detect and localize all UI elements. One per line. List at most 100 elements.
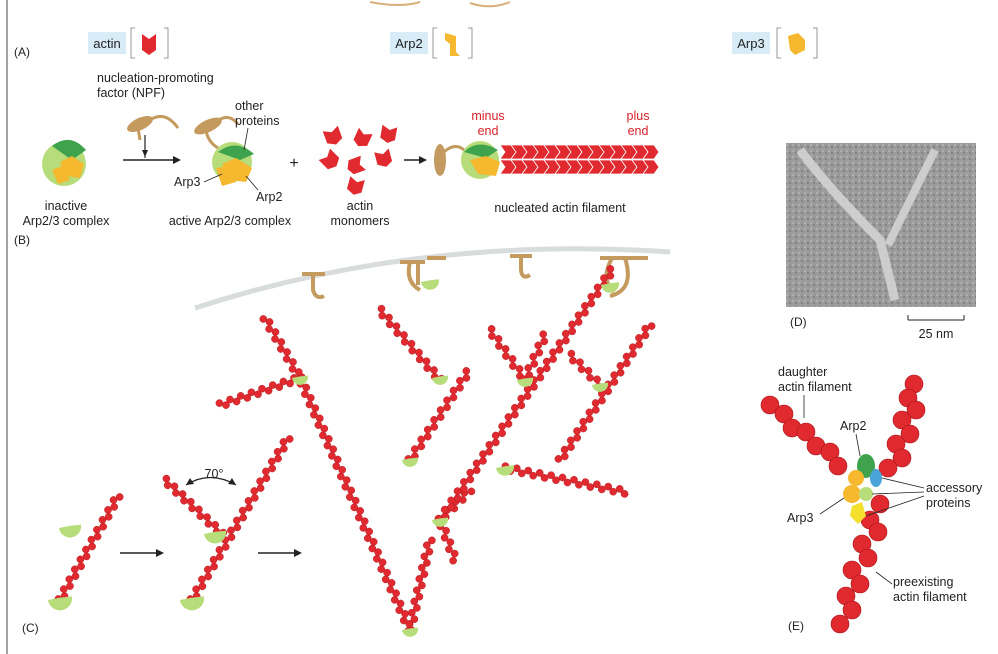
actin-subunit [610,378,619,386]
actin-subunit [324,435,333,443]
actin-subunit [381,575,390,584]
actin-subunit [635,334,643,342]
actin-subunit [449,393,458,402]
actin-subunit [306,393,315,402]
actin-subunit [407,608,416,617]
panel-c-network: 70° [48,246,671,637]
actin-subunit [410,445,419,453]
actin-subunit [274,454,282,463]
actin-subunit [250,494,259,502]
legend-arp3: Arp3 [732,27,818,59]
actin-subunit [574,318,583,326]
minus-end-line2: end [478,124,499,138]
actin-subunit [215,546,224,554]
actin-subunit [203,513,211,521]
actin-subunit [262,467,270,476]
nucleated-label: nucleated actin filament [494,201,626,215]
actin-subunit [616,368,625,377]
actin-subunit [254,390,262,399]
legend-arp3-box [732,32,770,54]
actin-subunit [351,496,360,505]
actin-subunit [510,403,519,412]
actin-subunit [498,422,506,431]
actin-subunit [567,443,575,451]
actin-subunit [515,365,524,373]
actin-subunit [365,527,374,536]
actin-subunit [283,348,291,356]
actin-subunit [378,558,387,567]
actin-subunit [342,476,351,484]
actin-subunit [796,422,816,442]
accessory-green-subunit [859,487,873,501]
actin-subunit [216,553,224,561]
actin-subunit [350,503,359,512]
arp2-icon [445,33,460,56]
npf-label-line2: factor (NPF) [97,86,165,100]
actin-subunit [203,565,212,574]
actin-subunit [504,413,513,421]
actin-subunit [892,448,912,468]
actin-subunit [524,364,533,372]
actin-subunit [368,544,377,553]
actin-subunit [508,355,517,363]
actin-subunit [498,429,506,438]
actin-subunit [186,497,195,506]
plasma-membrane [194,246,671,311]
actin-subunit [491,438,500,447]
actin-subunit [400,331,408,339]
actin-subunit [236,392,245,400]
actin-subunit [265,325,273,333]
panel-label-c: (C) [22,621,39,635]
actin-subunit [561,452,569,461]
actin-subunit [462,374,471,382]
actin-subunit [319,431,327,440]
actin-subunit [417,563,426,572]
actin-subunit [412,586,421,595]
actin-subunit [407,339,416,348]
actin-subunit [581,308,589,317]
actin-subunit [555,345,564,354]
actin-subunit [569,356,577,365]
actin-subunit [341,482,350,491]
actin-subunit [593,290,602,299]
legend-actin-label: actin [93,36,120,51]
panel-a: nucleation-promoting factor (NPF) inacti… [23,71,660,228]
actin-subunit [449,386,458,395]
active-arp23-complex-icon [194,116,254,186]
actin-subunit [271,328,280,336]
actin-monomer-icon [142,34,156,55]
filament-upper-strand [499,144,660,160]
legend-arp2-box [390,32,428,54]
actin-subunit [279,377,288,386]
actin-subunit [495,342,503,350]
actin-subunit [850,574,870,594]
top-crop-marks [6,0,511,654]
actin-subunit [104,506,112,514]
actin-subunit [82,545,90,554]
actin-subunit [900,424,920,444]
actin-subunit [549,348,557,357]
actin-subunit [460,477,468,486]
actin-subunit [405,620,414,628]
actin-subunit [288,365,297,373]
e-arp2-label: Arp2 [840,419,866,433]
actin-subunit [574,311,583,320]
arp3-subunit [843,485,861,503]
actin-subunit [369,538,378,546]
actin-subunit [82,552,91,561]
actin-subunit [372,555,381,563]
actin-subunit [629,343,637,352]
actin-subunit [592,406,600,414]
actin-subunit [99,522,107,531]
actin-subunit [774,404,794,424]
actin-subunit [289,358,297,366]
actin-subunit [271,335,279,343]
actin-subunit [387,579,396,587]
actin-subunit [828,456,848,476]
scale-bar-label: 25 nm [919,327,954,341]
actin-subunit [466,468,475,477]
actin-subunit [383,568,391,577]
actin-subunit [423,432,432,441]
actin-subunit [415,355,424,364]
actin-subunit [87,535,96,544]
